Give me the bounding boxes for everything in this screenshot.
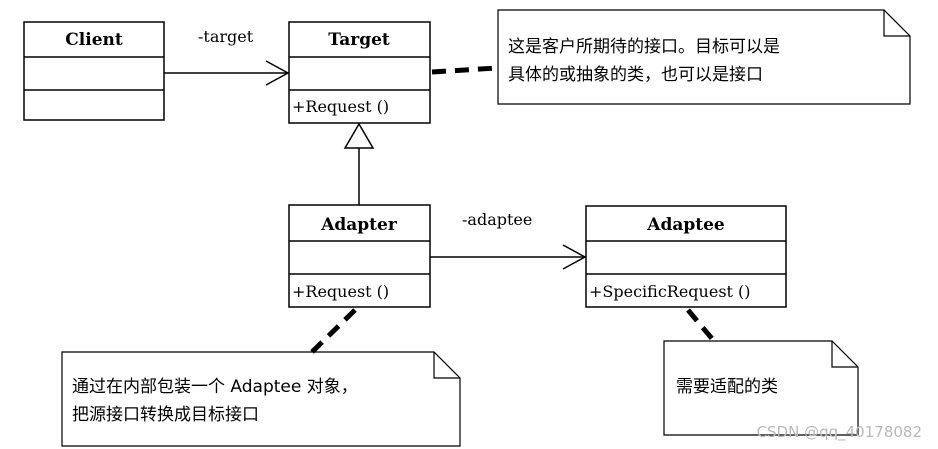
note-target: 这是客户所期待的接口。目标可以是 具体的或抽象的类，也可以是接口 [431,9,911,105]
note-fold-icon [883,10,910,37]
note-adaptee-shape [663,340,859,436]
class-adapter-box [288,204,431,308]
class-adapter-name: Adapter [320,215,398,235]
note-fold-icon [831,341,858,368]
watermark: CSDN @qq_40178082 [757,423,922,442]
note-target-anchor-line [431,65,498,75]
note-adapter-line-2: 把源接口转换成目标接口 [72,405,259,425]
note-target-line-1: 这是客户所期待的接口。目标可以是 [508,37,780,57]
note-adaptee-anchor-line [686,308,716,343]
note-adaptee: 需要适配的类 [663,308,859,436]
class-adaptee-name: Adaptee [646,215,725,235]
note-target-shape [497,9,911,105]
note-adapter-line-1: 通过在内部包装一个 Adaptee 对象， [72,377,358,397]
association-label-target: -target [198,27,254,46]
association-label-adaptee: -adaptee [462,210,532,229]
class-target-box [288,21,431,124]
class-client-box [23,21,165,121]
note-fold-icon [433,352,460,379]
open-arrow-icon [265,60,290,86]
association-adapter-adaptee: -adaptee [430,210,587,270]
note-adapter: 通过在内部包装一个 Adaptee 对象， 把源接口转换成目标接口 [61,308,461,447]
note-target-line-2: 具体的或抽象的类，也可以是接口 [508,65,763,85]
generalization-adapter-target [343,122,375,205]
note-adaptee-line-1: 需要适配的类 [676,377,778,397]
open-arrow-icon [562,244,587,270]
class-adaptee: Adaptee +SpecificRequest () [585,205,787,308]
class-adapter-operation: +Request () [292,282,389,301]
association-client-target: -target [164,27,290,86]
class-adaptee-box [585,205,787,308]
class-target: Target +Request () [288,21,431,124]
note-adapter-anchor-line [310,308,357,354]
class-client: Client [23,21,165,121]
class-target-operation: +Request () [292,97,389,116]
class-adaptee-operation: +SpecificRequest () [589,282,751,301]
hollow-triangle-icon [343,122,375,149]
class-adapter: Adapter +Request () [288,204,431,308]
note-adapter-shape [61,351,461,447]
class-client-name: Client [65,30,123,50]
class-target-name: Target [328,30,390,50]
